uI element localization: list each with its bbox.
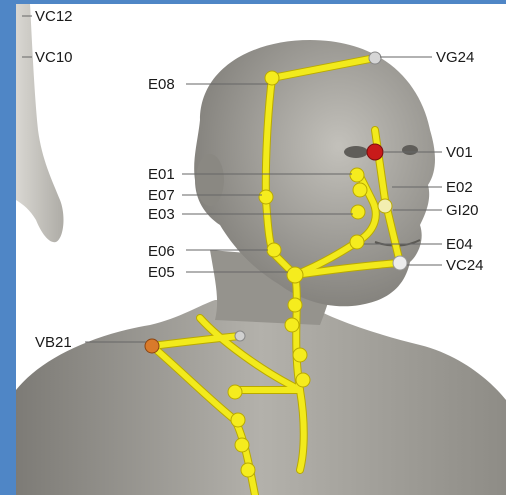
label-vc12: VC12: [35, 8, 73, 25]
label-e01: E01: [148, 166, 175, 183]
label-e02: E02: [446, 179, 473, 196]
point-gi20: [378, 199, 392, 213]
point-e04: [350, 235, 364, 249]
label-vb21: VB21: [35, 334, 72, 351]
label-vc24: VC24: [446, 257, 484, 274]
point-e02: [353, 183, 367, 197]
label-e05: E05: [148, 264, 175, 281]
point-neck-3: [293, 348, 307, 362]
point-e06: [267, 243, 281, 257]
label-e07: E07: [148, 187, 175, 204]
point-v01: [367, 144, 383, 160]
arm-shape: [16, 4, 63, 242]
ear-shape: [196, 154, 224, 206]
point-vb21: [145, 339, 159, 353]
point-neck-1: [288, 298, 302, 312]
point-neck-4: [296, 373, 310, 387]
label-vc10: VC10: [35, 49, 73, 66]
label-vg24: VG24: [436, 49, 474, 66]
point-shoulder-white: [235, 331, 245, 341]
point-vc24: [393, 256, 407, 270]
eye-shape-right: [402, 145, 418, 155]
point-vg24: [369, 52, 381, 64]
point-neck-2: [285, 318, 299, 332]
eye-shape: [344, 146, 368, 158]
point-chest-4: [241, 463, 255, 477]
point-chest-2: [231, 413, 245, 427]
label-e03: E03: [148, 206, 175, 223]
label-e06: E06: [148, 243, 175, 260]
point-chest-1: [228, 385, 242, 399]
point-e03: [351, 205, 365, 219]
point-chest-3: [235, 438, 249, 452]
label-e04: E04: [446, 236, 473, 253]
point-e07: [259, 190, 273, 204]
point-e08: [265, 71, 279, 85]
label-v01: V01: [446, 144, 473, 161]
point-e05: [287, 267, 303, 283]
label-e08: E08: [148, 76, 175, 93]
torso-shape: [16, 300, 506, 495]
label-gi20: GI20: [446, 202, 479, 219]
point-e01: [350, 168, 364, 182]
